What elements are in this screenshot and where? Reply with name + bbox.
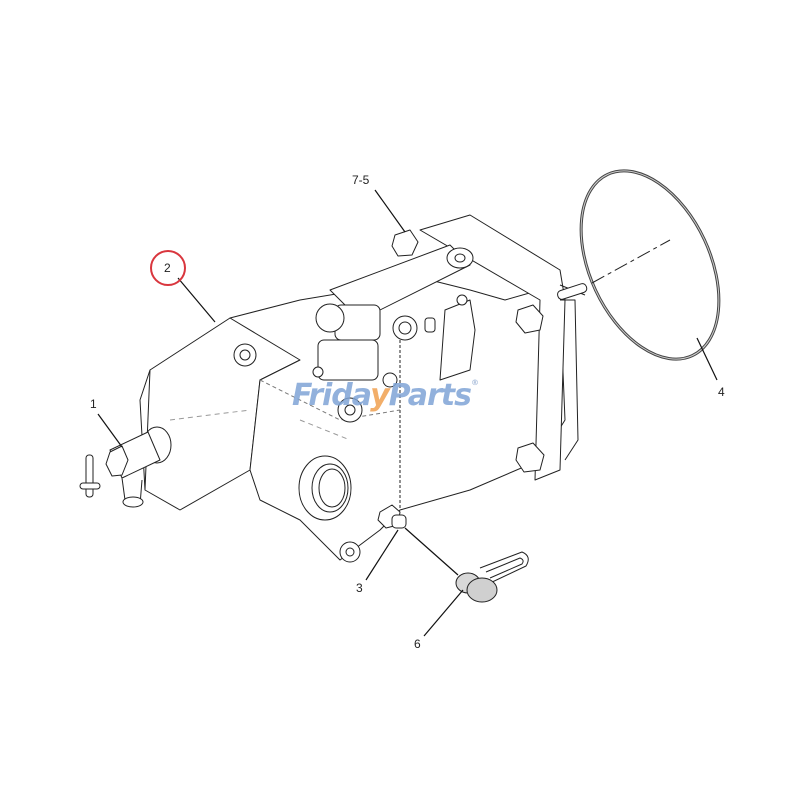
registered-mark: ® <box>470 378 479 387</box>
mounting-flange <box>419 214 588 481</box>
outlet-port <box>298 455 352 521</box>
leader-lines <box>97 189 718 637</box>
fridayparts-watermark: FridayParts® <box>292 378 479 413</box>
dust-cap <box>455 551 529 603</box>
callout-7-5[interactable]: 7-5 <box>352 173 370 187</box>
watermark-text-1: Frida <box>292 378 371 413</box>
drain-valve <box>79 426 172 508</box>
callout-4[interactable]: 4 <box>718 385 725 399</box>
callout-1[interactable]: 1 <box>90 397 97 411</box>
callout-2[interactable]: 2 <box>164 261 171 275</box>
o-ring <box>579 169 721 361</box>
watermark-text-2: Parts <box>388 378 472 413</box>
centerline <box>591 239 671 284</box>
callout-3[interactable]: 3 <box>356 581 363 595</box>
bolt-heads <box>233 229 545 563</box>
highlight-circle <box>150 250 186 286</box>
control-valve <box>312 244 476 388</box>
callout-6[interactable]: 6 <box>414 637 421 651</box>
fitting-3 <box>377 504 407 529</box>
watermark-accent: y <box>370 378 390 413</box>
